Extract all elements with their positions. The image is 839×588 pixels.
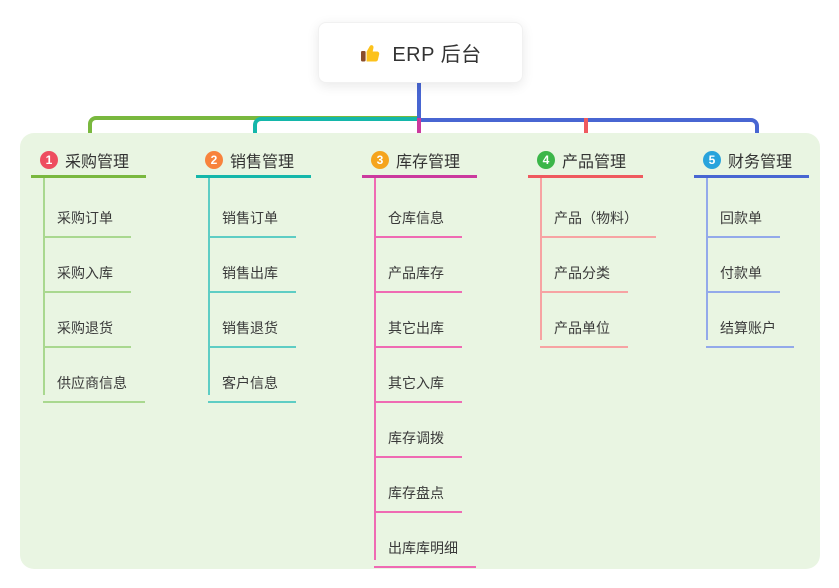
leaf-node-label: 产品单位: [554, 320, 610, 336]
leaf-node-label: 库存调拨: [388, 430, 444, 446]
leaf-node-label: 销售出库: [222, 265, 278, 281]
leaf-node-3-6[interactable]: 库存盘点: [374, 473, 462, 513]
branch-title: 采购管理: [65, 154, 130, 171]
leaf-node-4-3[interactable]: 产品单位: [540, 308, 628, 348]
leaf-node-label: 产品（物料）: [554, 210, 638, 226]
leaf-node-label: 采购入库: [57, 265, 113, 281]
branch-title: 库存管理: [396, 154, 461, 171]
leaf-node-label: 库存盘点: [388, 485, 444, 501]
leaf-node-2-4[interactable]: 客户信息: [208, 363, 296, 403]
leaf-node-4-1[interactable]: 产品（物料）: [540, 198, 656, 238]
branch-number-badge: 2: [205, 151, 223, 169]
branch-node-4[interactable]: 4 产品管理: [528, 145, 643, 178]
leaf-node-label: 其它出库: [388, 320, 444, 336]
branch-title: 财务管理: [728, 154, 793, 171]
leaf-node-5-3[interactable]: 结算账户: [706, 308, 794, 348]
branch-stem-line: [374, 178, 376, 560]
leaf-node-2-3[interactable]: 销售退货: [208, 308, 296, 348]
root-node-label: ERP 后台: [392, 44, 482, 66]
leaf-node-label: 客户信息: [222, 375, 278, 391]
branch-title: 产品管理: [562, 154, 627, 171]
branch-node-1[interactable]: 1 采购管理: [31, 145, 146, 178]
leaf-node-label: 采购退货: [57, 320, 113, 336]
leaf-node-label: 回款单: [720, 210, 762, 226]
branch-node-3[interactable]: 3 库存管理: [362, 145, 477, 178]
leaf-node-label: 销售退货: [222, 320, 278, 336]
root-stem-line: [417, 83, 421, 118]
root-node-erp[interactable]: ERP 后台: [318, 22, 523, 83]
branch-number-badge: 4: [537, 151, 555, 169]
branch-stem-line: [43, 178, 45, 395]
branch-node-2[interactable]: 2 销售管理: [196, 145, 311, 178]
leaf-node-3-4[interactable]: 其它入库: [374, 363, 462, 403]
leaf-node-label: 销售订单: [222, 210, 278, 226]
branch-stem-line: [208, 178, 210, 395]
leaf-node-5-2[interactable]: 付款单: [706, 253, 780, 293]
leaf-node-1-4[interactable]: 供应商信息: [43, 363, 145, 403]
leaf-node-4-2[interactable]: 产品分类: [540, 253, 628, 293]
branch-title: 销售管理: [230, 154, 295, 171]
leaf-node-1-1[interactable]: 采购订单: [43, 198, 131, 238]
leaf-node-label: 结算账户: [720, 320, 776, 336]
leaf-node-5-1[interactable]: 回款单: [706, 198, 780, 238]
leaf-node-3-1[interactable]: 仓库信息: [374, 198, 462, 238]
leaf-node-1-3[interactable]: 采购退货: [43, 308, 131, 348]
branch-stem-line: [706, 178, 708, 340]
branch-node-5[interactable]: 5 财务管理: [694, 145, 809, 178]
leaf-node-2-2[interactable]: 销售出库: [208, 253, 296, 293]
leaf-node-3-5[interactable]: 库存调拨: [374, 418, 462, 458]
leaf-node-label: 产品库存: [388, 265, 444, 281]
leaf-node-3-3[interactable]: 其它出库: [374, 308, 462, 348]
leaf-node-1-2[interactable]: 采购入库: [43, 253, 131, 293]
branch-number-badge: 3: [371, 151, 389, 169]
thumbs-up-icon: [359, 41, 383, 65]
branch-number-badge: 5: [703, 151, 721, 169]
leaf-node-3-7[interactable]: 出库库明细: [374, 528, 476, 568]
leaf-node-label: 供应商信息: [57, 375, 127, 391]
branches-panel: [20, 133, 820, 569]
leaf-node-label: 产品分类: [554, 265, 610, 281]
leaf-node-label: 仓库信息: [388, 210, 444, 226]
branch-stem-line: [540, 178, 542, 340]
leaf-node-3-2[interactable]: 产品库存: [374, 253, 462, 293]
leaf-node-label: 采购订单: [57, 210, 113, 226]
leaf-node-label: 付款单: [720, 265, 762, 281]
leaf-node-2-1[interactable]: 销售订单: [208, 198, 296, 238]
leaf-node-label: 其它入库: [388, 375, 444, 391]
branch-number-badge: 1: [40, 151, 58, 169]
leaf-node-label: 出库库明细: [388, 540, 458, 556]
